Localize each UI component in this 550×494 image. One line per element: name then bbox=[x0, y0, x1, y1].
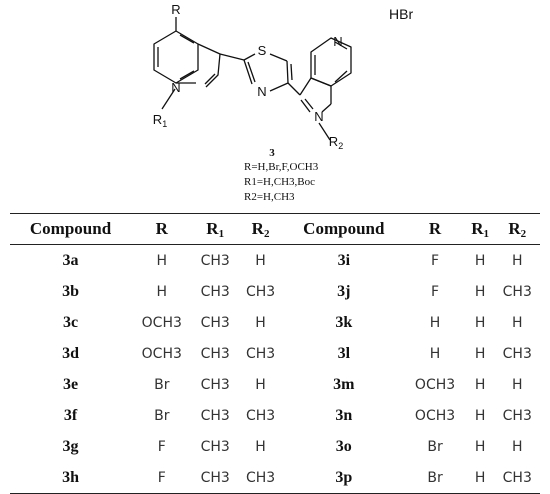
header-cell: R bbox=[428, 219, 442, 238]
atom-n-azaindole: N bbox=[314, 109, 323, 124]
substituent-cell: CH3 bbox=[200, 345, 230, 362]
substituent-cell: H bbox=[474, 314, 486, 331]
substituent-cell: Br bbox=[154, 407, 170, 424]
compound-id-cell: 3m bbox=[333, 375, 355, 393]
header-cell: Compound bbox=[303, 219, 385, 238]
compound-id-cell: 3i bbox=[337, 251, 351, 269]
header-cell: Compound bbox=[29, 219, 112, 238]
substituent-cell: Br bbox=[154, 376, 170, 393]
substituent-cell: CH3 bbox=[245, 407, 276, 424]
compound-id-cell: 3o bbox=[335, 437, 352, 455]
compound-id-cell: 3k bbox=[335, 313, 353, 331]
substituent-cell: CH3 bbox=[245, 283, 276, 300]
substituent-cell: CH3 bbox=[502, 469, 532, 486]
compound-id-cell: 3n bbox=[335, 406, 353, 424]
substituent-cell: H bbox=[255, 314, 266, 331]
compound-id-cell: 3c bbox=[62, 313, 79, 331]
substituent-cell: CH3 bbox=[502, 407, 532, 424]
substituent-cell: CH3 bbox=[200, 252, 230, 269]
substituent-cell: Br bbox=[427, 469, 443, 486]
atom-r1: R1 bbox=[153, 112, 167, 129]
table-row: 3b H CH3 CH3 3j F H CH3 bbox=[10, 276, 540, 307]
table-row: 3g F CH3 H 3o Br H H bbox=[10, 431, 540, 462]
substituent-cell: CH3 bbox=[245, 345, 276, 362]
header-cell: R1 bbox=[471, 218, 490, 240]
table-row: 3c OCH3 CH3 H 3k H H H bbox=[10, 307, 540, 338]
compound-id-cell: 3h bbox=[62, 468, 79, 486]
header-cell: R2 bbox=[508, 218, 527, 240]
substituent-r1: R1=H,CH3,Boc bbox=[244, 176, 315, 188]
substituent-r: R=H,Br,F,OCH3 bbox=[244, 161, 319, 173]
substituent-cell: CH3 bbox=[200, 283, 230, 300]
substituent-r2: R2=H,CH3 bbox=[244, 191, 295, 203]
atom-n-thiazole: N bbox=[257, 84, 266, 99]
compound-id-cell: 3f bbox=[63, 406, 78, 424]
atom-s: S bbox=[258, 43, 267, 58]
substituent-cell: CH3 bbox=[200, 314, 230, 331]
compound-id-cell: 3e bbox=[62, 375, 79, 393]
substituent-cell: Br bbox=[427, 438, 443, 455]
substituent-cell: OCH3 bbox=[141, 314, 182, 331]
substituent-cell: CH3 bbox=[200, 438, 230, 455]
substituent-cell: H bbox=[255, 252, 266, 269]
substituent-cell: H bbox=[474, 438, 486, 455]
substituent-cell: H bbox=[474, 252, 486, 269]
table-header-row: Compound R R1 R2 Compound R R1 R2 bbox=[10, 213, 540, 245]
substituent-cell: H bbox=[474, 376, 486, 393]
header-cell: R1 bbox=[206, 218, 225, 240]
compound-id-cell: 3j bbox=[337, 282, 351, 300]
substituent-cell: CH3 bbox=[245, 469, 276, 486]
substituent-cell: OCH3 bbox=[141, 345, 182, 362]
substituent-cell: H bbox=[511, 252, 523, 269]
header-cell: R bbox=[155, 219, 168, 238]
substituent-cell: H bbox=[474, 407, 486, 424]
atom-r: R bbox=[171, 2, 180, 17]
substituent-cell: CH3 bbox=[200, 376, 230, 393]
compound-id-cell: 3p bbox=[335, 468, 353, 486]
atom-n-pyridine: N bbox=[333, 34, 342, 49]
salt-label: HBr bbox=[389, 6, 414, 22]
chemical-structure: R N R1 S N N N R2 3 R=H,Br,F,OCH3 R1=H,C… bbox=[153, 2, 352, 203]
table-row: 3d OCH3 CH3 CH3 3l H H CH3 bbox=[10, 338, 540, 369]
table-row: 3f Br CH3 CH3 3n OCH3 H CH3 bbox=[10, 400, 540, 431]
substituent-cell: H bbox=[429, 314, 441, 331]
substituent-cell: F bbox=[157, 438, 166, 455]
substituent-cell: H bbox=[429, 345, 441, 362]
substituent-cell: H bbox=[511, 438, 523, 455]
substituent-cell: CH3 bbox=[200, 407, 230, 424]
compound-id-cell: 3g bbox=[62, 437, 79, 455]
substituent-cell: CH3 bbox=[502, 283, 532, 300]
compound-id-cell: 3b bbox=[62, 282, 79, 300]
table-row: 3a H CH3 H 3i F H H bbox=[10, 245, 540, 277]
substituent-cell: CH3 bbox=[200, 469, 230, 486]
atom-r2: R2 bbox=[329, 134, 343, 151]
substituent-cell: H bbox=[255, 376, 266, 393]
substituent-cell: H bbox=[511, 376, 523, 393]
substituent-cell: F bbox=[431, 252, 440, 269]
atom-n-indole: N bbox=[171, 80, 180, 95]
substituent-cell: OCH3 bbox=[414, 376, 456, 393]
substituent-cell: H bbox=[255, 438, 266, 455]
compound-number: 3 bbox=[269, 147, 275, 159]
substituent-cell: H bbox=[474, 283, 486, 300]
substituent-cell: H bbox=[511, 314, 523, 331]
substituent-cell: H bbox=[474, 345, 486, 362]
substituent-cell: F bbox=[431, 283, 440, 300]
compound-id-cell: 3a bbox=[62, 251, 79, 269]
substituent-cell: H bbox=[156, 283, 168, 300]
compound-id-cell: 3d bbox=[62, 344, 79, 362]
substituent-cell: CH3 bbox=[502, 345, 532, 362]
table-row: 3h F CH3 CH3 3p Br H CH3 bbox=[10, 462, 540, 494]
compound-id-cell: 3l bbox=[337, 344, 351, 362]
substituent-cell: OCH3 bbox=[414, 407, 456, 424]
table-row: 3e Br CH3 H 3m OCH3 H H bbox=[10, 369, 540, 400]
header-cell: R2 bbox=[251, 218, 270, 240]
substituent-cell: F bbox=[157, 469, 166, 486]
substituent-cell: H bbox=[474, 469, 486, 486]
substituent-cell: H bbox=[156, 252, 168, 269]
